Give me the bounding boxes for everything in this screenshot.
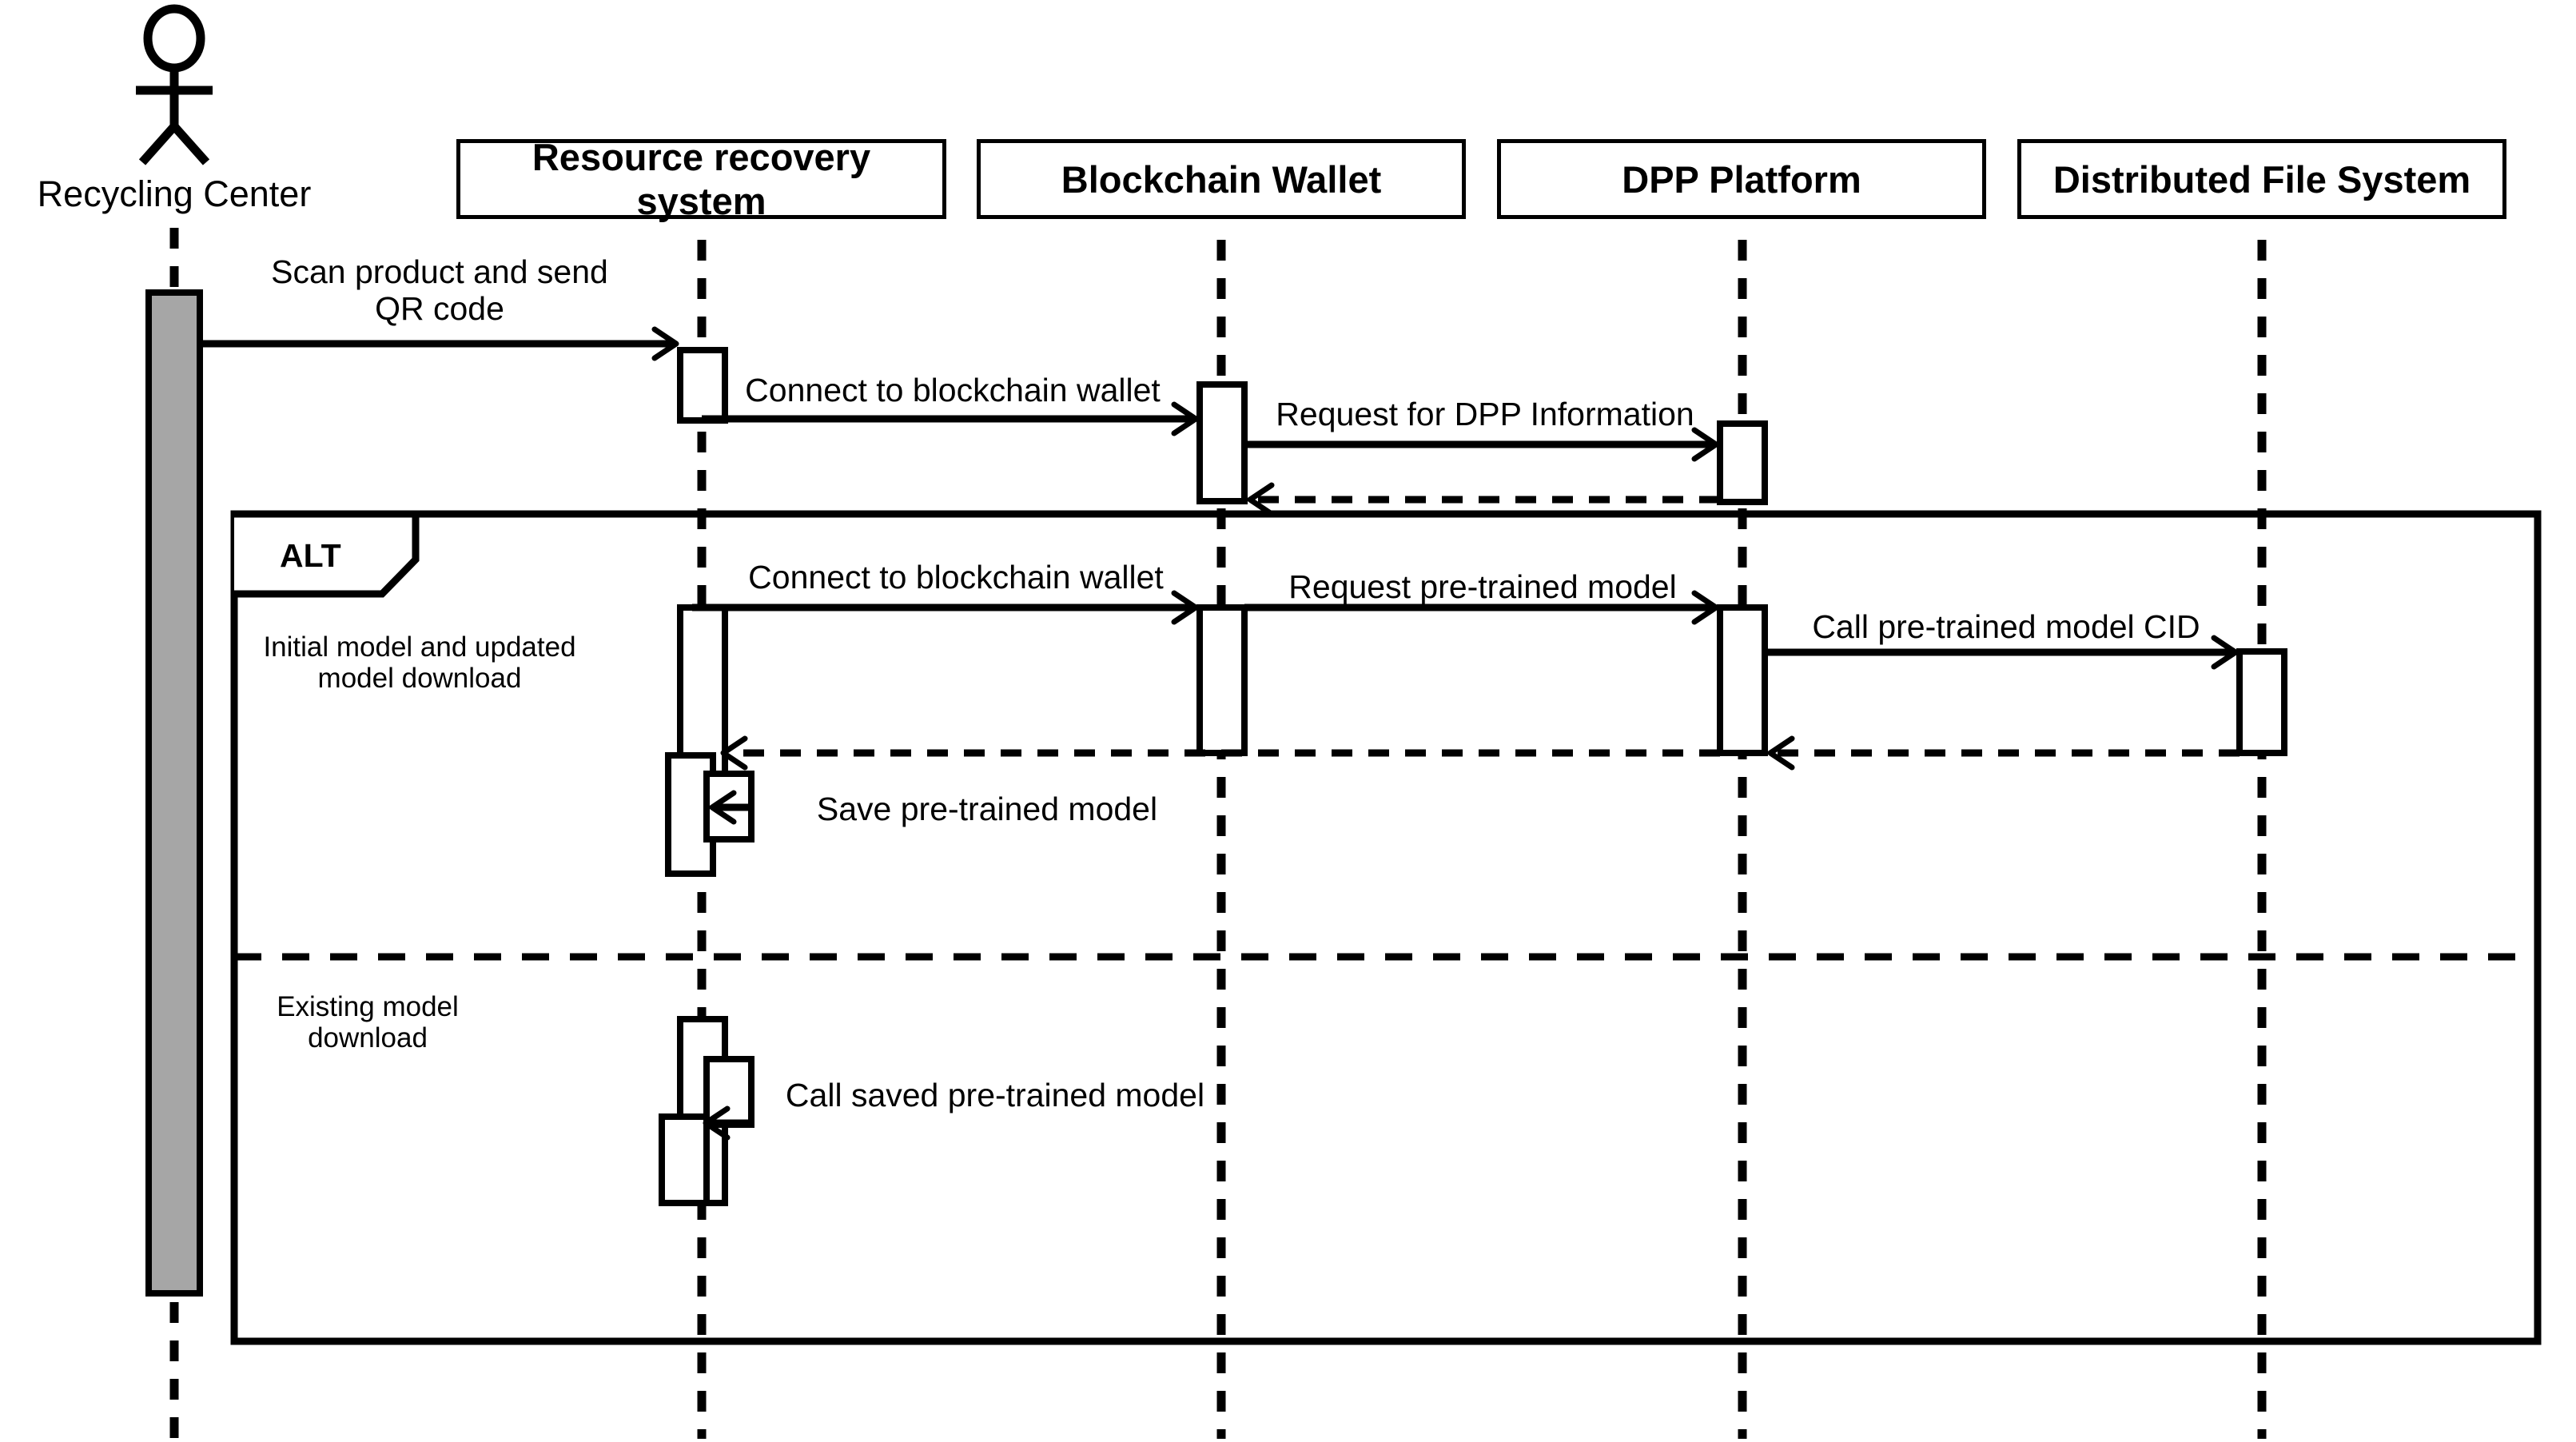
participant-header-dfs[interactable]: Distributed File System [2017, 139, 2506, 219]
message-label-save-pretrained-model: Save pre-trained model [816, 791, 1158, 827]
alt-fragment-frame [230, 510, 2542, 1345]
participant-header-dpp[interactable]: DPP Platform [1497, 139, 1986, 219]
activation-wallet-2 [1196, 604, 1248, 756]
activation-wallet-1 [1196, 381, 1248, 504]
activation-actor [145, 289, 203, 1297]
activation-rrs-5 [659, 1113, 710, 1206]
message-label-call-cid: Call pre-trained model CID [1812, 608, 2200, 645]
actor-label-recycling-center: Recycling Center [37, 173, 312, 214]
stick-figure-actor-icon [136, 4, 213, 165]
message-label-scan-qr: Scan product and send QR code [271, 253, 608, 327]
participant-label-dpp: DPP Platform [1622, 157, 1861, 201]
message-label-call-saved-model: Call saved pre-trained model [785, 1077, 1205, 1113]
participant-label-dfs: Distributed File System [2052, 157, 2471, 201]
activation-dpp-1 [1717, 420, 1768, 505]
participant-header-wallet[interactable]: Blockchain Wallet [977, 139, 1466, 219]
alt-fragment-guard-1: Initial model and updated model download [263, 631, 576, 695]
participant-header-rrs[interactable]: Resource recovery system [456, 136, 946, 222]
activation-dfs-1 [2236, 648, 2287, 756]
message-label-connect-wallet-2: Connect to blockchain wallet [748, 559, 1164, 596]
activation-rrs-self-2 [703, 1056, 754, 1128]
activation-dpp-2 [1717, 604, 1768, 756]
alt-fragment-guard-2: Existing model download [277, 991, 459, 1054]
activation-rrs-1 [677, 347, 728, 424]
message-label-connect-wallet-1: Connect to blockchain wallet [745, 372, 1161, 408]
participant-label-rrs: Resource recovery system [532, 136, 871, 222]
participant-label-wallet: Blockchain Wallet [1061, 157, 1382, 201]
alt-fragment-operator-pentagon [234, 510, 420, 598]
message-label-request-pretrained-model: Request pre-trained model [1288, 568, 1677, 605]
alt-fragment-operator-label: ALT [280, 537, 341, 574]
message-label-request-dpp-info: Request for DPP Information [1276, 396, 1694, 432]
